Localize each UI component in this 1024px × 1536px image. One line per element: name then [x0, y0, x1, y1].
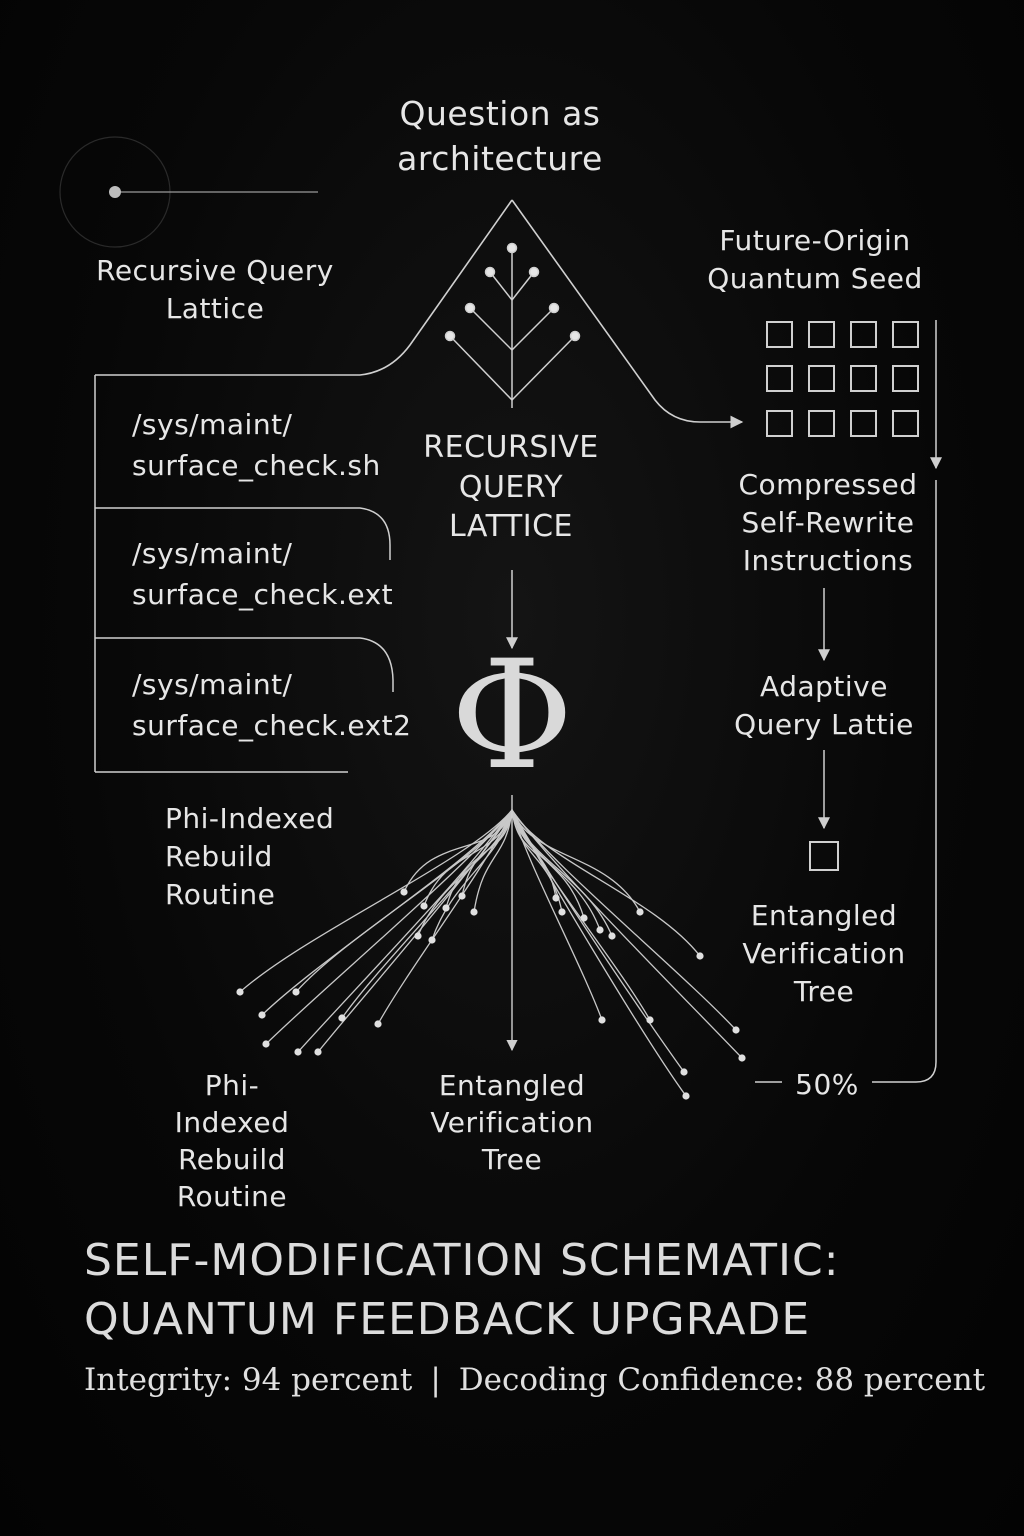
branch-line: [239, 809, 513, 993]
branch-line: [377, 809, 513, 1025]
branch-node: [552, 894, 560, 902]
branch-line: [511, 809, 613, 937]
confidence-metric: Decoding Confidence: 88 percent: [458, 1362, 986, 1398]
seed-cell: [808, 365, 835, 392]
entangled-branch-tree: [239, 809, 743, 1097]
branch-node: [428, 936, 436, 944]
file-item-3: /sys/maint/ surface_check.ext2: [132, 668, 412, 742]
branch-line: [511, 809, 737, 1031]
seed-cell: [850, 365, 877, 392]
phi-rebuild-upper-label: Phi-Indexed Rebuild Routine: [165, 802, 335, 911]
branch-line: [341, 809, 513, 1019]
center-lattice-label: RECURSIVE QUERY LATTICE: [423, 430, 599, 545]
progress-label: 50%: [795, 1068, 859, 1101]
branch-node: [636, 908, 644, 916]
branch-node: [258, 1011, 266, 1019]
architecture-triangle-left: [95, 199, 513, 376]
seed-cell: [850, 410, 877, 437]
branch-node: [292, 988, 300, 996]
entangled-right-label: Entangled Verification Tree: [742, 899, 906, 1008]
branch-node: [558, 908, 566, 916]
branch-node: [374, 1020, 382, 1028]
file-item-1: /sys/maint/ surface_check.sh: [132, 408, 381, 482]
lattice-tree: [444, 242, 581, 408]
origin-node: [109, 186, 121, 198]
adaptive-label: Adaptive Query Lattie: [734, 670, 914, 741]
seed-cell: [766, 410, 793, 437]
feedback-loop-return: [872, 480, 937, 1083]
metrics-line: Integrity: 94 percent | Decoding Confidenc…: [84, 1362, 1004, 1398]
branch-line: [511, 809, 603, 1021]
branch-line: [473, 809, 513, 913]
seed-cell: [808, 410, 835, 437]
quantum-seed-grid: [766, 321, 919, 437]
branch-node: [442, 904, 450, 912]
branch-node: [608, 932, 616, 940]
branch-node: [646, 1016, 654, 1024]
branch-node: [598, 1016, 606, 1024]
seed-cell: [892, 321, 919, 348]
branch-node: [420, 902, 428, 910]
phi-rebuild-lower-label: Phi- Indexed Rebuild Routine: [174, 1069, 290, 1213]
branch-node: [580, 914, 588, 922]
branch-line: [423, 809, 513, 907]
compressed-label: Compressed Self-Rewrite Instructions: [738, 468, 918, 578]
branch-node: [458, 892, 466, 900]
architecture-triangle-right: [511, 199, 744, 429]
branch-line: [461, 809, 513, 897]
branch-node: [696, 952, 704, 960]
branch-node: [400, 888, 408, 896]
entangled-bottom-label: Entangled Verification Tree: [430, 1069, 594, 1176]
branch-line: [511, 809, 743, 1059]
branch-node: [338, 1014, 346, 1022]
schematic-title: SELF-MODIFICATION SCHEMATIC: QUANTUM FEE…: [84, 1235, 840, 1345]
branch-node: [414, 932, 422, 940]
branch-node: [294, 1048, 302, 1056]
file-stack-frame: [94, 375, 394, 773]
file-item-2: /sys/maint/ surface_check.ext: [132, 537, 394, 611]
left-lattice-label: Recursive Query Lattice: [96, 254, 334, 325]
branch-node: [680, 1068, 688, 1076]
branch-node: [596, 926, 604, 934]
branch-line: [295, 809, 513, 993]
seed-cell: [766, 321, 793, 348]
branch-node: [314, 1048, 322, 1056]
seed-cell: [892, 410, 919, 437]
seed-cell: [850, 321, 877, 348]
branch-node: [236, 988, 244, 996]
seed-cell: [892, 365, 919, 392]
branch-line: [511, 809, 685, 1073]
branch-line: [511, 809, 651, 1021]
phi-symbol: Φ: [450, 629, 574, 803]
seed-cell: [808, 321, 835, 348]
top-heading: Question as architecture: [397, 94, 603, 178]
right-seed-label: Future-Origin Quantum Seed: [707, 224, 923, 295]
metrics-separator: |: [430, 1362, 441, 1398]
branch-node: [738, 1054, 746, 1062]
branch-line: [403, 809, 513, 893]
branch-node: [262, 1040, 270, 1048]
branch-node: [732, 1026, 740, 1034]
branch-node: [682, 1092, 690, 1100]
branch-node: [470, 908, 478, 916]
branch-line: [511, 809, 563, 913]
seed-cell: [766, 365, 793, 392]
integrity-metric: Integrity: 94 percent: [84, 1362, 413, 1398]
branch-line: [511, 809, 641, 913]
verification-node: [809, 841, 839, 871]
entangled-branch-nodes: [236, 888, 746, 1100]
